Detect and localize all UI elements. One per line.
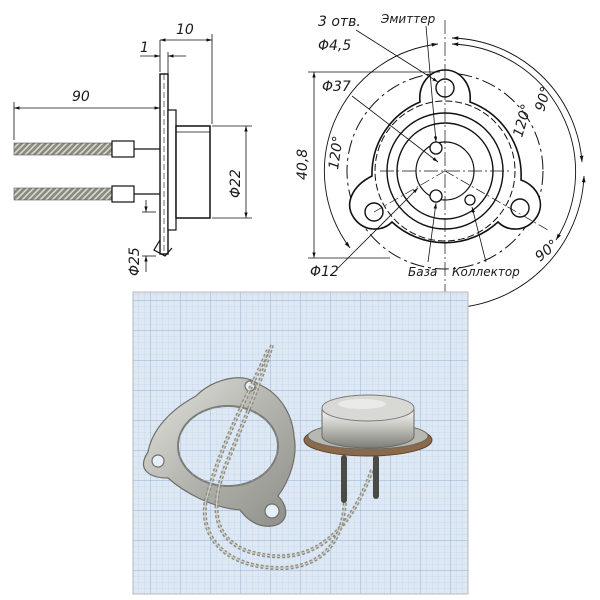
collector-pin bbox=[464, 194, 476, 206]
photo-transistor bbox=[303, 394, 433, 457]
photo-flange bbox=[142, 377, 296, 527]
dim-flange-thickness: 1 bbox=[140, 40, 149, 56]
dim-lead-length: 90 bbox=[72, 89, 90, 105]
lower-braided-lead bbox=[13, 187, 113, 201]
hole-diameter: Φ4,5 bbox=[318, 38, 351, 54]
holes-count-note: 3 отв. bbox=[318, 14, 361, 30]
lower-lead-sleeve bbox=[111, 185, 135, 203]
component-photo bbox=[132, 291, 469, 595]
upper-braided-lead bbox=[13, 142, 113, 156]
angle-90-upper-right: 90° bbox=[532, 85, 554, 113]
side-body bbox=[175, 125, 211, 219]
angle-120-right: 120° bbox=[510, 102, 535, 139]
upper-lead-sleeve bbox=[111, 140, 135, 158]
dim-circle-diameter: Φ37 bbox=[322, 79, 351, 95]
dim-small-diameter: Φ12 bbox=[310, 264, 339, 280]
base-label: База bbox=[408, 265, 437, 279]
dim-height: 40,8 bbox=[295, 149, 311, 180]
angle-90-lower-right: 90° bbox=[532, 237, 561, 265]
side-view: 10 1 90 Φ22 Φ25 bbox=[13, 22, 252, 276]
dim-overall-width: 10 bbox=[176, 22, 194, 38]
top-view: 120° 90° 90° 120° 3 отв. Φ4,5 Эмиттер Φ3… bbox=[295, 12, 586, 310]
dim-flange-diameter: Φ25 bbox=[127, 247, 143, 276]
collector-label: Коллектор bbox=[452, 265, 520, 279]
emitter-pin bbox=[429, 141, 443, 155]
base-pin bbox=[429, 189, 443, 203]
angle-120-left: 120° bbox=[326, 135, 347, 171]
emitter-label: Эмиттер bbox=[380, 12, 436, 26]
dim-body-diameter: Φ22 bbox=[228, 169, 244, 198]
